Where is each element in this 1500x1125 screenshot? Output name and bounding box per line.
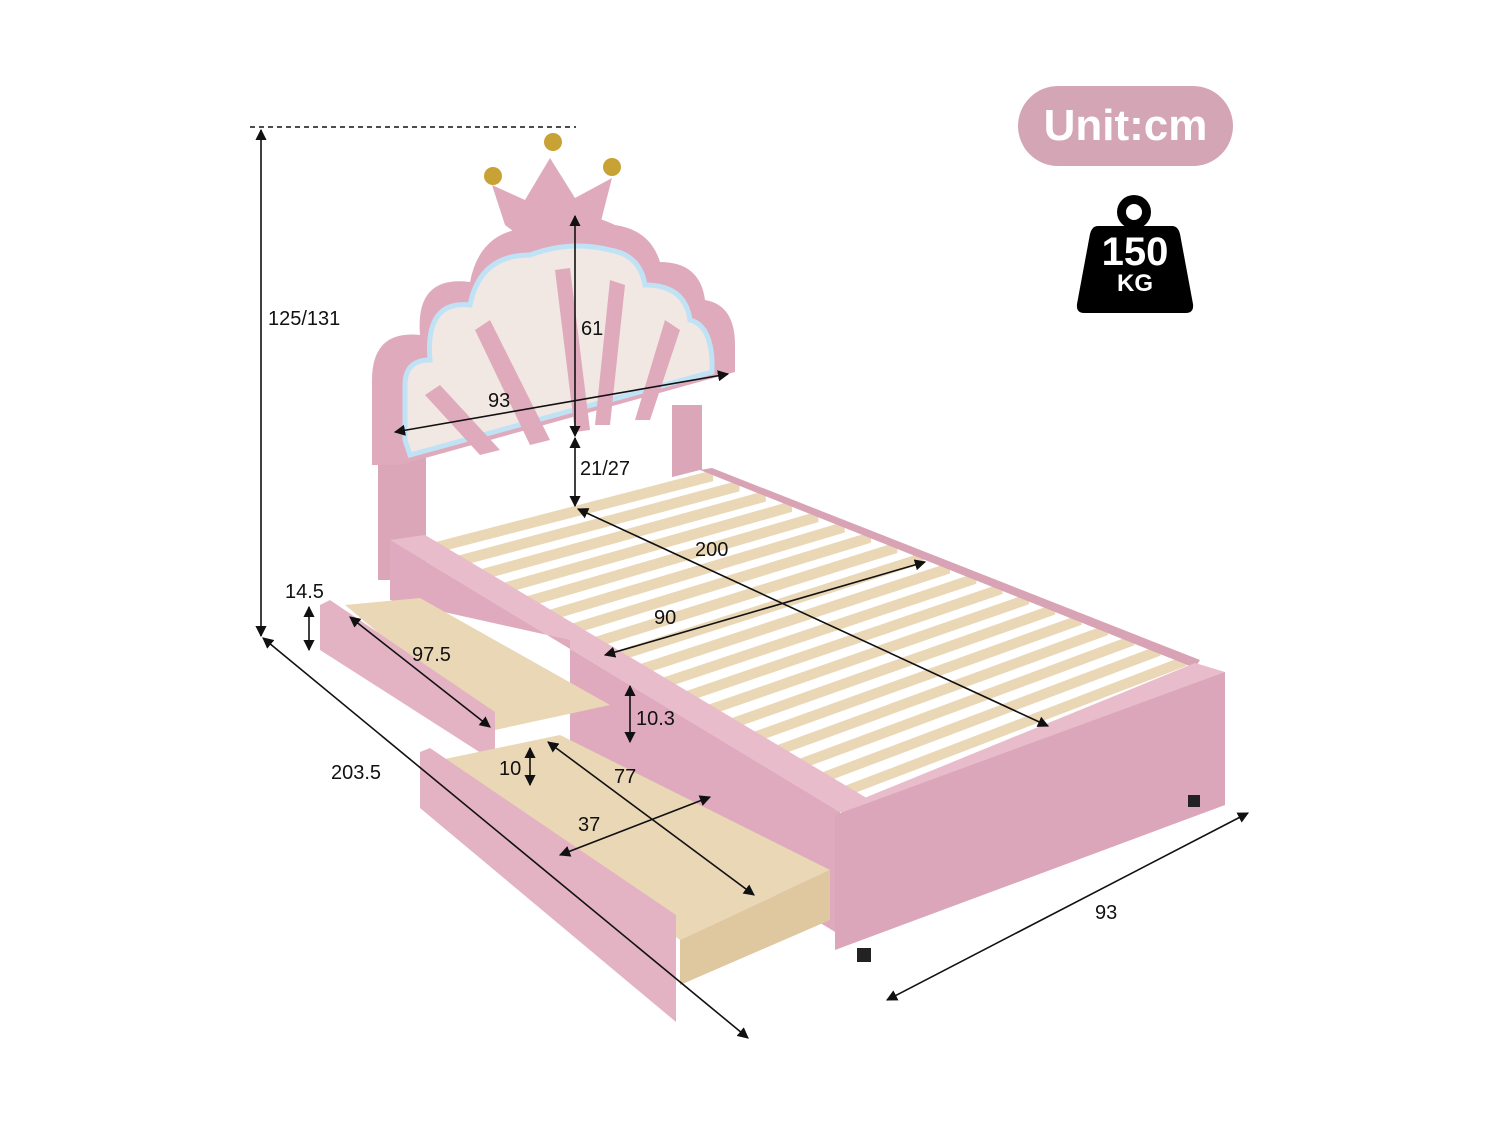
bed-inner-width-label: 90 (654, 607, 677, 629)
slat (436, 470, 714, 553)
crown-ball (603, 158, 621, 176)
bed-leg (857, 948, 871, 962)
drawer-inner-height-label: 10 (499, 758, 522, 780)
slat (838, 654, 1187, 800)
headboard-width-label: 93 (488, 390, 511, 412)
dimension-lines (250, 126, 1249, 1039)
drawer-height-label: 14.5 (285, 581, 324, 603)
total-height-label: 125/131 (268, 308, 341, 330)
drawer-inner-length-label: 77 (614, 766, 637, 788)
total-width-label: 93 (1095, 902, 1118, 924)
unit-badge: Unit:cm (1018, 86, 1233, 166)
bed-leg (1188, 795, 1200, 807)
headboard-adjust-label: 21/27 (580, 458, 631, 480)
crown-ball (484, 167, 502, 185)
total-length-label: 203.5 (331, 762, 382, 784)
crown-ball (544, 133, 562, 151)
drawer-length-label: 97.5 (412, 644, 451, 666)
weight-capacity: 150 KG (1076, 192, 1194, 314)
headboard-height-label: 61 (581, 318, 604, 340)
weight-icon (1076, 195, 1194, 313)
weight-value: 150 (1101, 230, 1169, 274)
crown (492, 158, 612, 240)
drawer-inner-width-label: 37 (578, 814, 601, 836)
weight-unit: KG (1117, 270, 1153, 297)
side-clearance-label: 10.3 (636, 708, 675, 730)
bed-length-label: 200 (695, 539, 729, 561)
